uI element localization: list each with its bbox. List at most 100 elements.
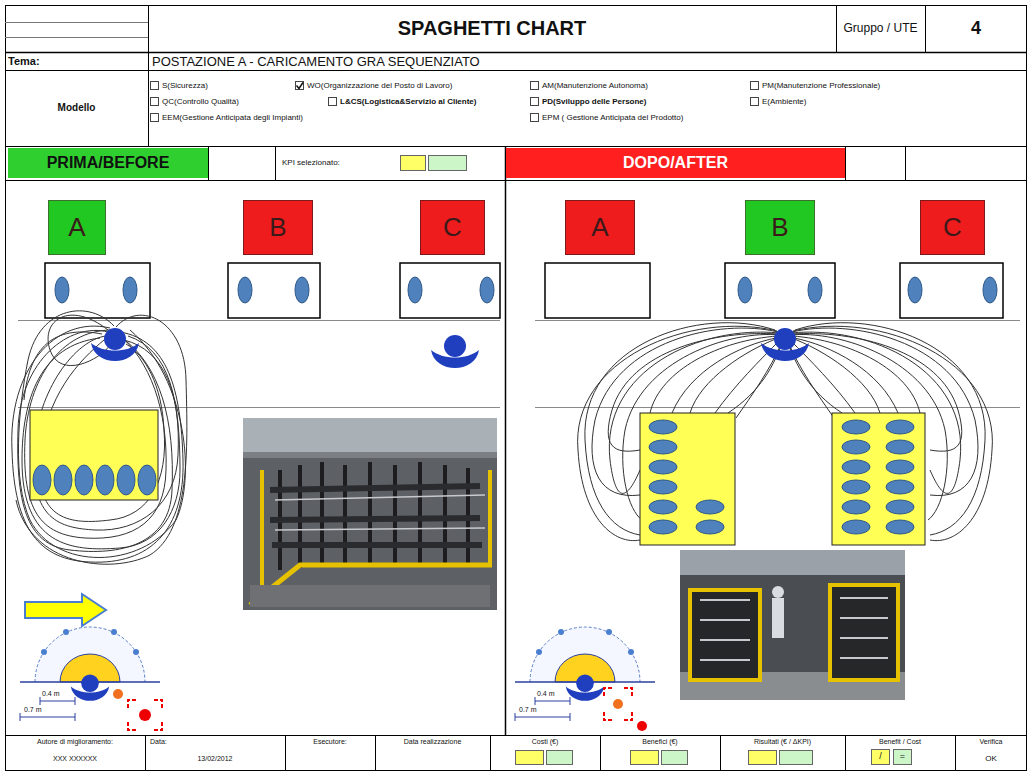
chart-title: SPAGHETTI CHART xyxy=(398,17,587,39)
footer-label-cell: Benefit / Cost xyxy=(845,737,955,747)
footer-label-cell: Autore di miglioramento: xyxy=(5,737,145,747)
header-label: Modello xyxy=(58,102,96,113)
layout-lines xyxy=(18,321,1020,408)
footer-label-cell: Esecutore: xyxy=(285,737,375,747)
checkbox-label-cell: S(Sicurezza) xyxy=(162,80,208,91)
checkbox-label-cell: EPM ( Gestione Anticipata del Prodotto) xyxy=(542,112,683,123)
checkbox-label: QC(Controllo Qualità) xyxy=(162,97,239,106)
ratio-sign: = xyxy=(900,751,905,761)
dimension-label: 0.7 m xyxy=(519,706,537,713)
footer-value-cell: OK xyxy=(955,753,1027,765)
checkbox-label-cell: L&CS(Logistica&Servizio al Cliente) xyxy=(340,96,476,107)
header-label: Gruppo / UTE xyxy=(843,21,917,35)
dimension-label: 0.4 m xyxy=(537,690,555,697)
checkbox-label-cell: EEM(Gestione Anticipata degli Impianti) xyxy=(162,112,303,123)
tray-parts xyxy=(55,277,997,303)
footer-label: Data realizzazione xyxy=(404,738,462,745)
checkbox-label-cell: AM(Manutenzione Autonoma) xyxy=(542,80,648,91)
footer-value-cell: XXX XXXXXX xyxy=(5,753,145,765)
spaghetti-before xyxy=(12,311,187,564)
footer-label-cell: Costi (€) xyxy=(490,737,600,747)
header-label: Tema: xyxy=(8,55,40,67)
form-grid xyxy=(5,5,1027,771)
station-box: C xyxy=(920,200,985,255)
footer-label-cell: Benefici (€) xyxy=(600,737,720,747)
station-box: A xyxy=(48,200,106,255)
station-box-text: C xyxy=(443,212,462,243)
title-cell: SPAGHETTI CHART xyxy=(148,5,836,52)
group-number-cell: 4 xyxy=(925,5,1027,52)
dimension-label-cell: 0.4 m xyxy=(537,689,555,699)
ergonomic-zone-after xyxy=(515,627,655,731)
footer-label: Benefici (€) xyxy=(642,738,677,745)
dimension-label-cell: 0.4 m xyxy=(42,689,60,699)
header-label-cell: Tema: xyxy=(8,53,40,70)
header-label-cell: Modello xyxy=(5,70,148,146)
footer-label-cell: Data realizzazione xyxy=(375,737,490,747)
dimension-label-cell: 0.7 m xyxy=(519,705,537,715)
station-box-text: C xyxy=(943,212,962,243)
ratio-sign: / xyxy=(879,751,882,761)
footer-label: Data: xyxy=(150,738,167,745)
ratio-sign-cell: / xyxy=(871,749,890,764)
photo-after xyxy=(680,550,905,700)
station-box-text: A xyxy=(591,212,608,243)
checkbox-label: L&CS(Logistica&Servizio al Cliente) xyxy=(340,97,476,106)
checkboxes xyxy=(151,82,759,122)
station-box-text: A xyxy=(68,212,85,243)
footer-label: Benefit / Cost xyxy=(879,738,921,745)
checkbox-label: E(Ambiente) xyxy=(762,97,806,106)
component-trays xyxy=(45,263,1003,318)
kpi-swatches xyxy=(401,156,467,171)
checkbox-label: S(Sicurezza) xyxy=(162,81,208,90)
group-number: 4 xyxy=(971,18,981,38)
theme-text-cell: POSTAZIONE A - CARICAMENTO GRA SEQUENZIA… xyxy=(152,53,480,70)
photo-before xyxy=(243,418,497,610)
checkbox-label: PM(Manutenzione Professionale) xyxy=(762,81,880,90)
footer-value-cell: 13/02/2012 xyxy=(145,753,285,765)
footer-label: Esecutore: xyxy=(313,738,346,745)
footer-label-cell: Risultati (€ / ΔKPI) xyxy=(720,737,845,747)
band-header-text: PRIMA/BEFORE xyxy=(47,154,170,172)
dimension-label: 0.4 m xyxy=(42,690,60,697)
station-box: B xyxy=(243,200,313,255)
checkbox-label: PD(Sviluppo delle Persone) xyxy=(542,97,646,106)
ratio-sign-cell: = xyxy=(893,749,912,764)
checkbox-label-cell: PM(Manutenzione Professionale) xyxy=(762,80,880,91)
station-box: C xyxy=(420,200,485,255)
ergonomic-zone-before xyxy=(20,594,162,730)
footer-label: Verifica xyxy=(980,738,1003,745)
checkbox-label-cell: WO(Organizzazione del Posto di Lavoro) xyxy=(307,80,452,91)
band-header: DOPO/AFTER xyxy=(506,148,845,178)
checkbox-label: EEM(Gestione Anticipata degli Impianti) xyxy=(162,113,303,122)
footer-label: Risultati (€ / ΔKPI) xyxy=(754,738,811,745)
band-header-text: DOPO/AFTER xyxy=(623,154,728,172)
theme-text: POSTAZIONE A - CARICAMENTO GRA SEQUENZIA… xyxy=(152,54,480,69)
operators xyxy=(91,328,809,368)
footer-value: 13/02/2012 xyxy=(197,755,232,762)
station-box-text: B xyxy=(771,212,788,243)
checkbox-label: AM(Manutenzione Autonoma) xyxy=(542,81,648,90)
station-box-text: B xyxy=(269,212,286,243)
checkbox-label: EPM ( Gestione Anticipata del Prodotto) xyxy=(542,113,683,122)
footer-value: OK xyxy=(985,754,997,763)
station-box: B xyxy=(745,200,815,255)
dimension-label-cell: 0.7 m xyxy=(24,705,42,715)
footer-label: Autore di miglioramento: xyxy=(37,738,113,745)
kpi-label: KPI selezionato: xyxy=(282,158,340,167)
station-box: A xyxy=(565,200,635,255)
kpi-label-cell: KPI selezionato: xyxy=(282,157,340,169)
checkbox-label-cell: QC(Controllo Qualità) xyxy=(162,96,239,107)
footer-label-cell: Verifica xyxy=(955,737,1027,747)
footer-value: XXX XXXXXX xyxy=(53,755,97,762)
dimension-label: 0.7 m xyxy=(24,706,42,713)
band-header: PRIMA/BEFORE xyxy=(8,148,208,178)
checkbox-label-cell: PD(Sviluppo delle Persone) xyxy=(542,96,646,107)
checkbox-label: WO(Organizzazione del Posto di Lavoro) xyxy=(307,81,452,90)
footer-label-cell: Data: xyxy=(150,737,167,747)
result-swatches xyxy=(516,750,912,765)
header-label-cell: Gruppo / UTE xyxy=(836,5,925,52)
